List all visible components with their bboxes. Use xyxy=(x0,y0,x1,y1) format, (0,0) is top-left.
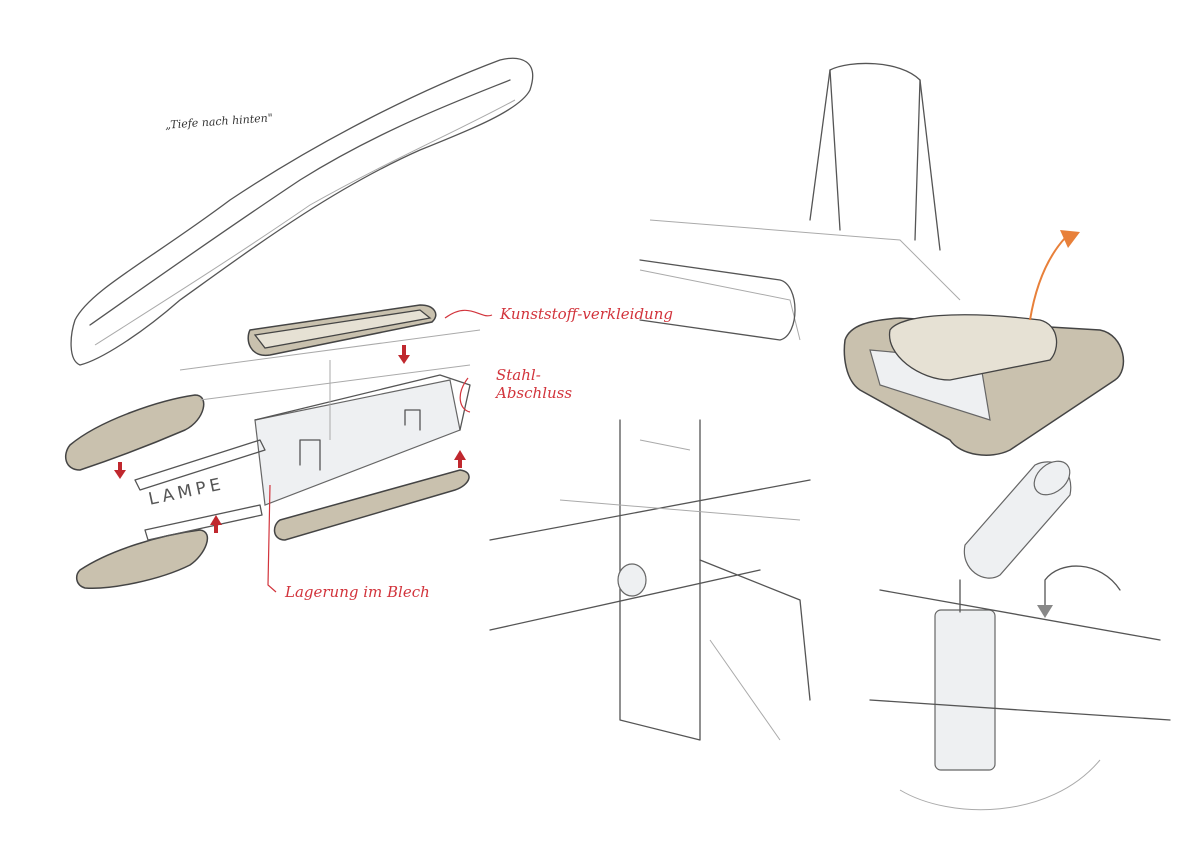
steel-end-label-line2: Abschluss xyxy=(496,384,573,402)
curved-handle-sketch xyxy=(70,57,534,366)
steel-end-label-line1: Stahl- xyxy=(496,366,541,384)
plastic-cover-label: Kunststoff-verkleidung xyxy=(500,305,673,323)
exploded-assembly-sketch xyxy=(64,304,493,593)
joint-detail-sketch xyxy=(489,419,811,741)
lamp-mount-sketch xyxy=(869,460,1171,811)
seat-frame-sketch xyxy=(639,62,1125,456)
bearing-label: Lagerung im Blech xyxy=(285,583,430,601)
